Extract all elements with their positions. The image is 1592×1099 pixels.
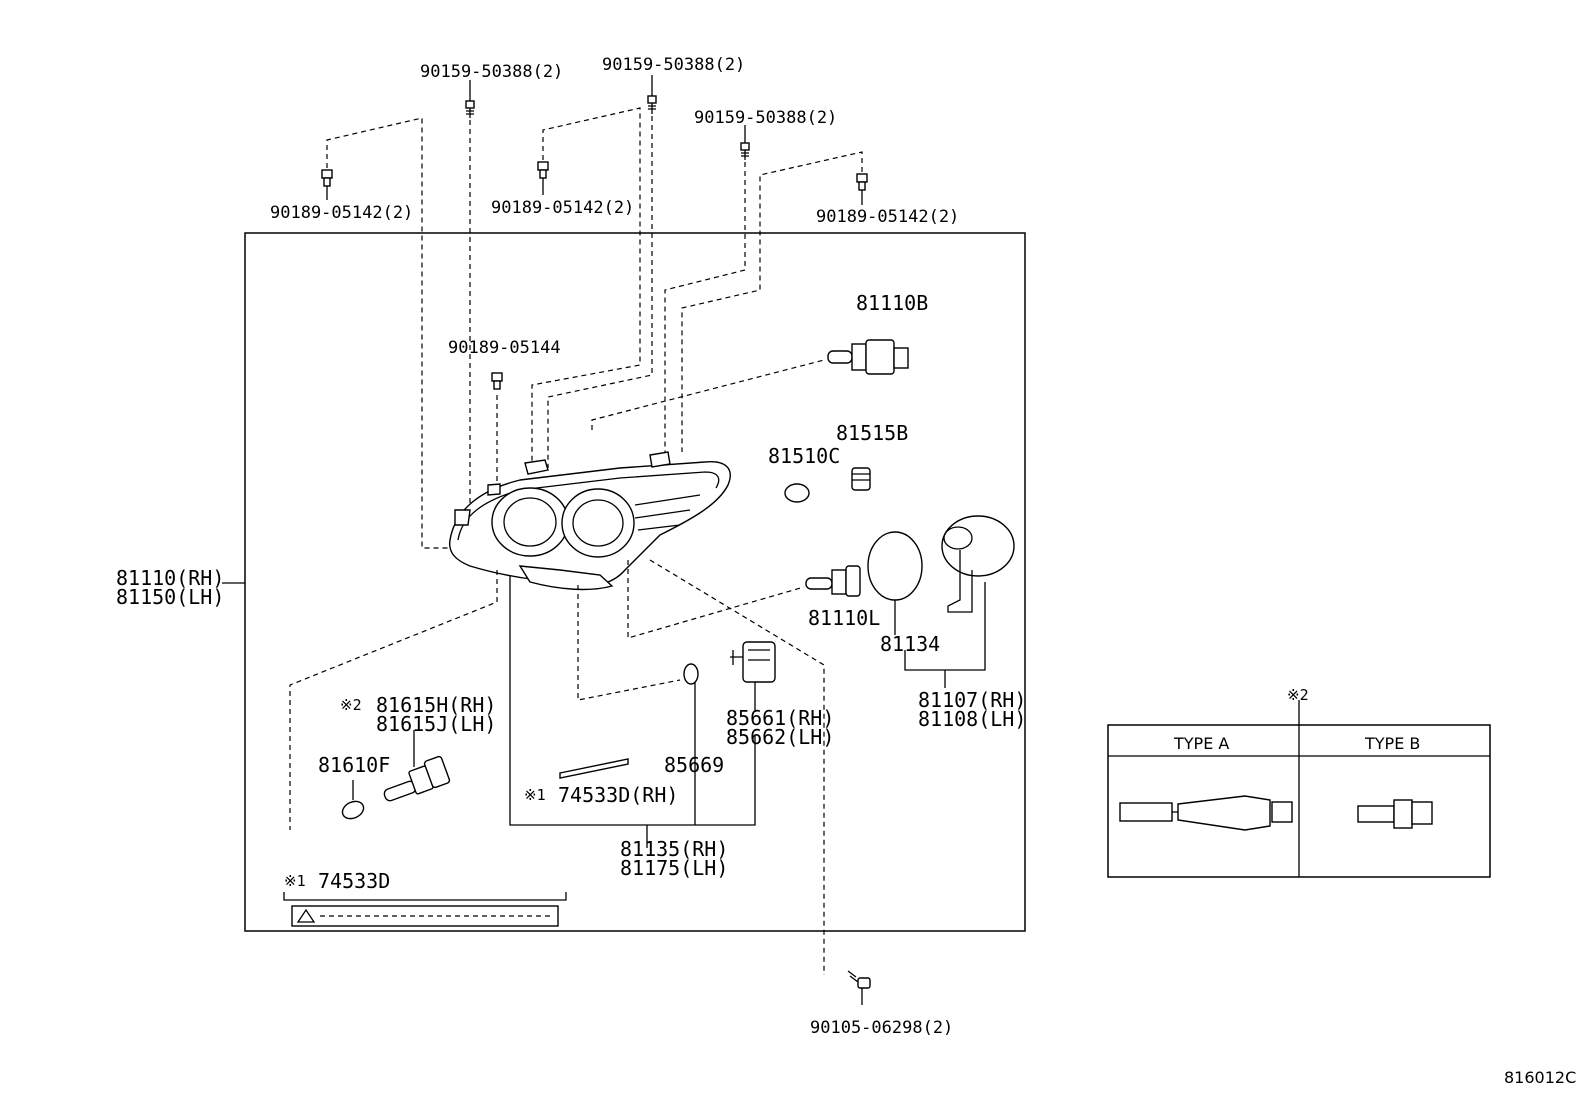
bolt-icon [647, 95, 657, 114]
caution-label-icon [283, 892, 567, 927]
label-bulb-hi: 81110B [856, 291, 928, 315]
type-table [1107, 700, 1491, 878]
bulb-icon [805, 565, 861, 597]
label-caution: 74533D [318, 869, 390, 893]
label-gasket: 81134 [880, 632, 940, 656]
bolt-icon [847, 970, 871, 989]
type-table-note: ※2 [1287, 686, 1309, 704]
side-lens-icon [341, 800, 365, 820]
label-bulb-lo: 81110L [808, 606, 880, 630]
label-unit-rh: 81135(RH) [620, 837, 728, 861]
type-b-connector-icon [1357, 799, 1433, 829]
screw-icon [856, 173, 868, 191]
label-bottom-bolt: 90105-06298(2) [810, 1018, 953, 1038]
label-caution-note: ※1 [284, 872, 306, 890]
trim-strip-icon [559, 758, 629, 779]
lens-icon [784, 483, 810, 503]
label-assy-lh: 81150(LH) [116, 585, 224, 609]
side-socket-icon [383, 755, 451, 802]
screw-icon [537, 161, 549, 179]
label-socket: 81515B [836, 421, 908, 445]
label-side-lens: 81610F [318, 753, 390, 777]
o-ring-icon [683, 663, 699, 685]
label-screw-mid: 90189-05142(2) [491, 198, 634, 218]
label-oring: 85669 [664, 753, 724, 777]
label-cap-lh: 81108(LH) [918, 707, 1026, 731]
label-cap-rh: 81107(RH) [918, 688, 1026, 712]
type-a-connector-icon [1119, 795, 1293, 831]
label-screw-left: 90189-05142(2) [270, 203, 413, 223]
headlamp-frame [244, 232, 1026, 932]
label-bolt-top-left: 90159-50388(2) [420, 62, 563, 82]
label-unit-lh: 81175(LH) [620, 856, 728, 880]
cap-icon [941, 515, 1015, 613]
bolt-icon [740, 142, 750, 160]
label-bolt-top-mid: 90159-50388(2) [602, 55, 745, 75]
label-side-socket-rh: 81615H(RH) [376, 693, 496, 717]
label-screw-right: 90189-05142(2) [816, 207, 959, 227]
headlamp-bulb-icon [827, 339, 909, 375]
label-screw-single: 90189-05144 [448, 338, 561, 358]
label-trim-note: ※1 [524, 786, 546, 804]
socket-icon [851, 467, 871, 491]
diagram-id: 816012C [1504, 1068, 1576, 1087]
gasket-icon [867, 531, 923, 601]
label-side-socket-lh: 81615J(LH) [376, 712, 496, 736]
screw-icon [321, 169, 333, 187]
type-a-header: TYPE A [1173, 734, 1229, 753]
label-bolt-top-right: 90159-50388(2) [694, 108, 837, 128]
label-motor-rh: 85661(RH) [726, 706, 834, 730]
leveling-motor-icon [730, 641, 776, 683]
label-lens-small: 81510C [768, 444, 840, 468]
label-side-mark-note: ※2 [340, 696, 362, 714]
type-b-header: TYPE B [1364, 734, 1420, 753]
bolt-icon [465, 100, 475, 118]
label-trim: 74533D(RH) [558, 783, 678, 807]
label-assy-rh: 81110(RH) [116, 566, 224, 590]
label-motor-lh: 85662(LH) [726, 725, 834, 749]
headlamp-housing-icon [448, 451, 731, 591]
screw-icon [491, 372, 503, 390]
